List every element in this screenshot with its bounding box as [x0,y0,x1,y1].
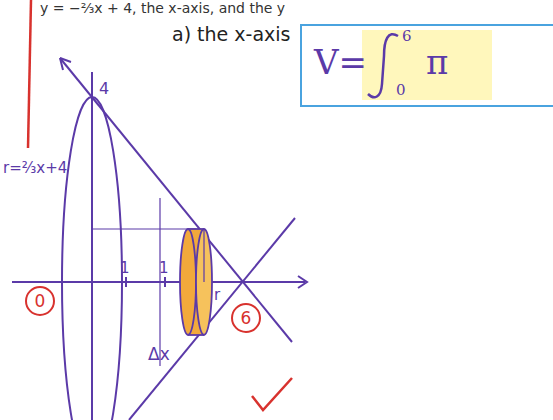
circle-mark [232,304,260,332]
radius-formula: r=⅔x+4 [3,160,67,177]
tick [125,277,127,287]
limit-value: 6 [241,309,252,328]
disk-edge [188,228,204,230]
upper-limit: 6 [402,28,412,45]
highlight [362,30,492,100]
tick-label: 1 [159,260,169,277]
x-axis-arrow [298,276,307,288]
line-lower [129,218,295,420]
integral-stroke [368,34,398,97]
formula-box: V= 6 0 π [300,24,553,107]
base-ellipse [62,97,122,420]
radius-label: r [214,287,220,304]
margin-line [28,0,31,148]
circle-mark [26,287,54,315]
part-heading: a) the x-axis [172,24,290,45]
axis-value: 4 [99,80,109,98]
radius-guide [92,228,196,229]
tick [164,277,166,287]
limit-value: 0 [35,292,46,311]
disk-back [180,229,196,335]
x-axis [12,281,305,283]
volume-symbol: V= [314,44,367,81]
disk-radius [203,229,204,282]
y-axis [91,72,93,420]
pi-symbol: π [426,44,448,81]
lower-limit: 0 [396,82,406,99]
slice-line [159,198,160,366]
line-arrow [60,58,71,70]
check-mark [252,378,292,410]
disk-edge [188,334,204,336]
line-upper [60,58,292,342]
disk-front [196,229,212,335]
problem-text: y = −⅔x + 4, the x-axis, and the y [40,1,285,16]
tick-label: 1 [120,260,130,277]
slice-width: Δx [148,345,170,364]
